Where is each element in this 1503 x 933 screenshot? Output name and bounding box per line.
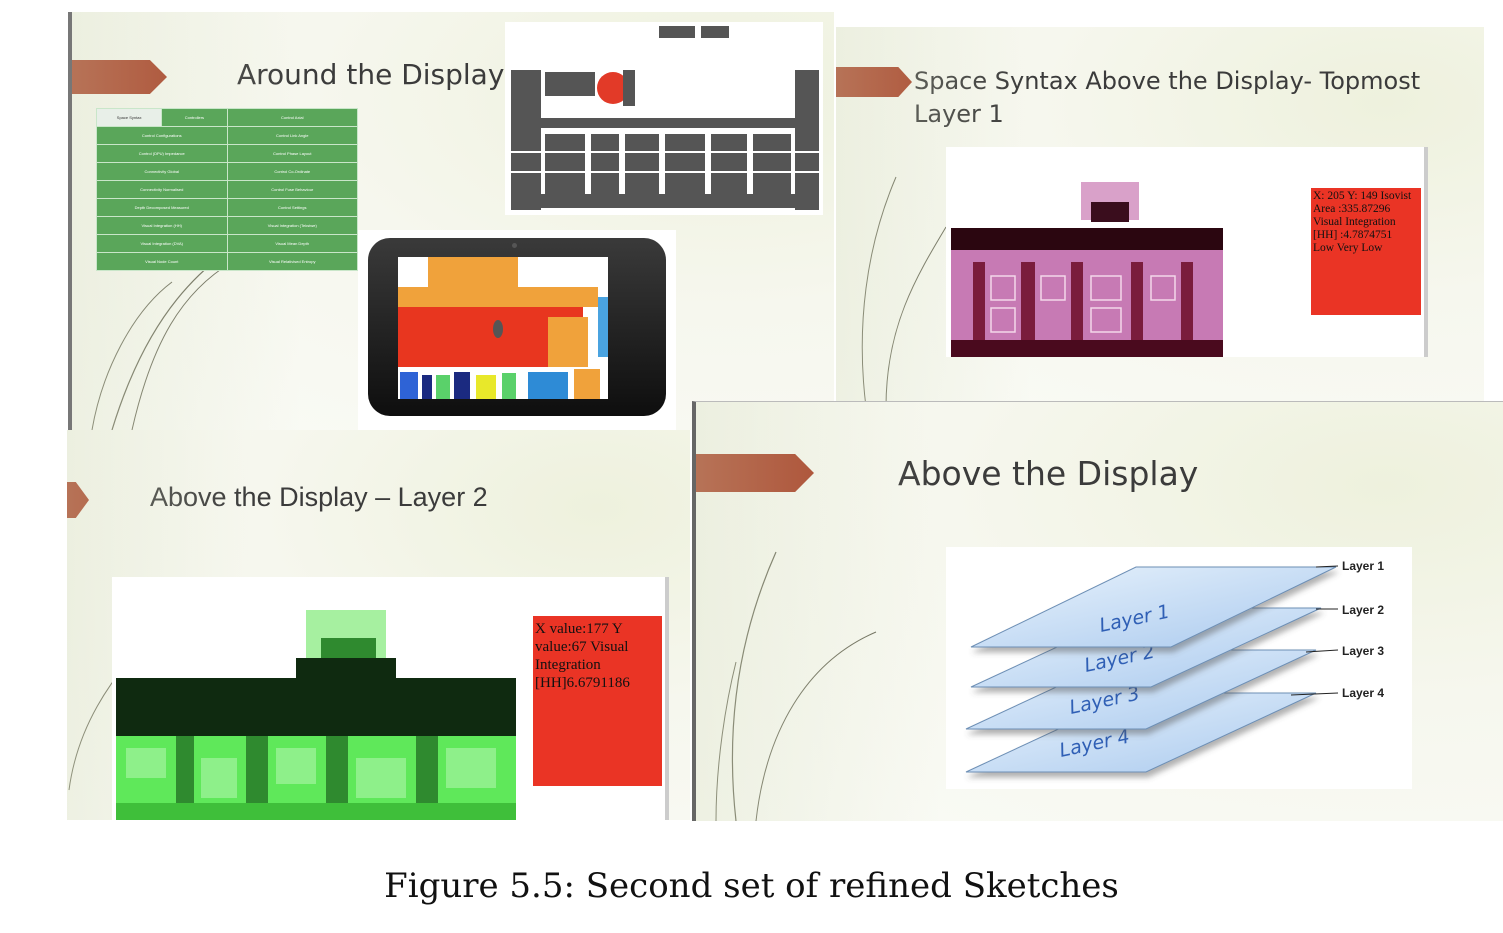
tablet-camera (512, 243, 517, 248)
info-line: X value:177 Y (535, 621, 623, 637)
table-header: Space Syntax (95, 108, 163, 127)
table-cell: Control Configurations (96, 126, 228, 145)
layer-label: Layer 2 (1342, 603, 1384, 617)
layer1-heatmap (951, 182, 1223, 357)
slide-title-line-1: Space Syntax Above the Display- Topmost (914, 67, 1421, 95)
title-arrow (696, 454, 814, 492)
layer2-info-box: X value:177 Y value:67 Visual Integratio… (533, 616, 662, 786)
table-cell: Connectivity Global (96, 162, 228, 181)
table-cell: Control Link Angle (226, 126, 358, 145)
info-line: [HH] :4.7874751 (1313, 229, 1393, 241)
slide-title: Above the Display (898, 454, 1199, 493)
table-cell: Control Settings (226, 198, 358, 217)
layer-label: Layer 4 (1342, 686, 1384, 700)
title-arrow (67, 482, 89, 518)
table-cell: Control Phase Layout (226, 144, 358, 163)
title-arrow (836, 67, 912, 97)
title-arrow (72, 60, 167, 94)
table-cell: Connectivity Normalised (96, 180, 228, 199)
slide-title: Space Syntax Above the Display- Topmost … (914, 65, 1420, 131)
table-cell: Visual Integration (HH) (96, 216, 228, 235)
figure-caption: Figure 5.5: Second set of refined Sketch… (384, 866, 1119, 906)
layer-label: Layer 3 (1342, 644, 1384, 658)
layer1-info-box: X: 205 Y: 149 Isovist Area :335.87296 Vi… (1311, 188, 1421, 315)
table-cell: Control Co-Ordinate (226, 162, 358, 181)
layer-stack-diagram: Layer 4 Layer 3 Layer 2 Layer 1 Layer 1 … (946, 547, 1412, 789)
tablet-screen-heatmap (398, 257, 608, 399)
table-header: Controllers (161, 108, 228, 127)
layer2-heatmap (116, 610, 516, 820)
info-line: [HH]6.6791186 (535, 675, 630, 691)
space-syntax-table: Space Syntax Controllers Control Axial C… (95, 108, 358, 271)
info-line: value:67 Visual (535, 639, 629, 655)
info-line: X: 205 Y: 149 Isovist (1313, 190, 1412, 202)
slide-title-line-2: Layer 1 (914, 100, 1004, 128)
info-line: Visual Integration (1313, 216, 1396, 228)
table-cell: Control Fuse Behaviour (226, 180, 358, 199)
slide-title: Above the Display – Layer 2 (150, 482, 488, 512)
layer-label: Layer 1 (1342, 559, 1384, 573)
table-cell: Visual Relativised Entropy (226, 252, 358, 271)
floorplan-gray (505, 22, 823, 215)
table-cell: Control (DPU) Impedance (96, 144, 228, 163)
plane-layer-4: Layer 4 (965, 692, 1317, 773)
plane-layer-3: Layer 3 (965, 649, 1317, 730)
table-cell: Visual Integration (DVA) (96, 234, 228, 253)
table-cell: Depth Decomposed Measured (96, 198, 228, 217)
plane-layer-1: Layer 1 (970, 566, 1337, 648)
info-line: Low Very Low (1313, 242, 1383, 254)
table-cell: Visual Node Count (96, 252, 228, 271)
table-cell: Visual Integration (Tekstwe) (226, 216, 358, 235)
info-line: Integration (535, 657, 601, 673)
info-line: Area :335.87296 (1313, 203, 1391, 215)
slide-title: Around the Display (237, 58, 505, 91)
table-cell: Visual Mean Depth (226, 234, 358, 253)
table-header: Control Axial (226, 108, 358, 127)
